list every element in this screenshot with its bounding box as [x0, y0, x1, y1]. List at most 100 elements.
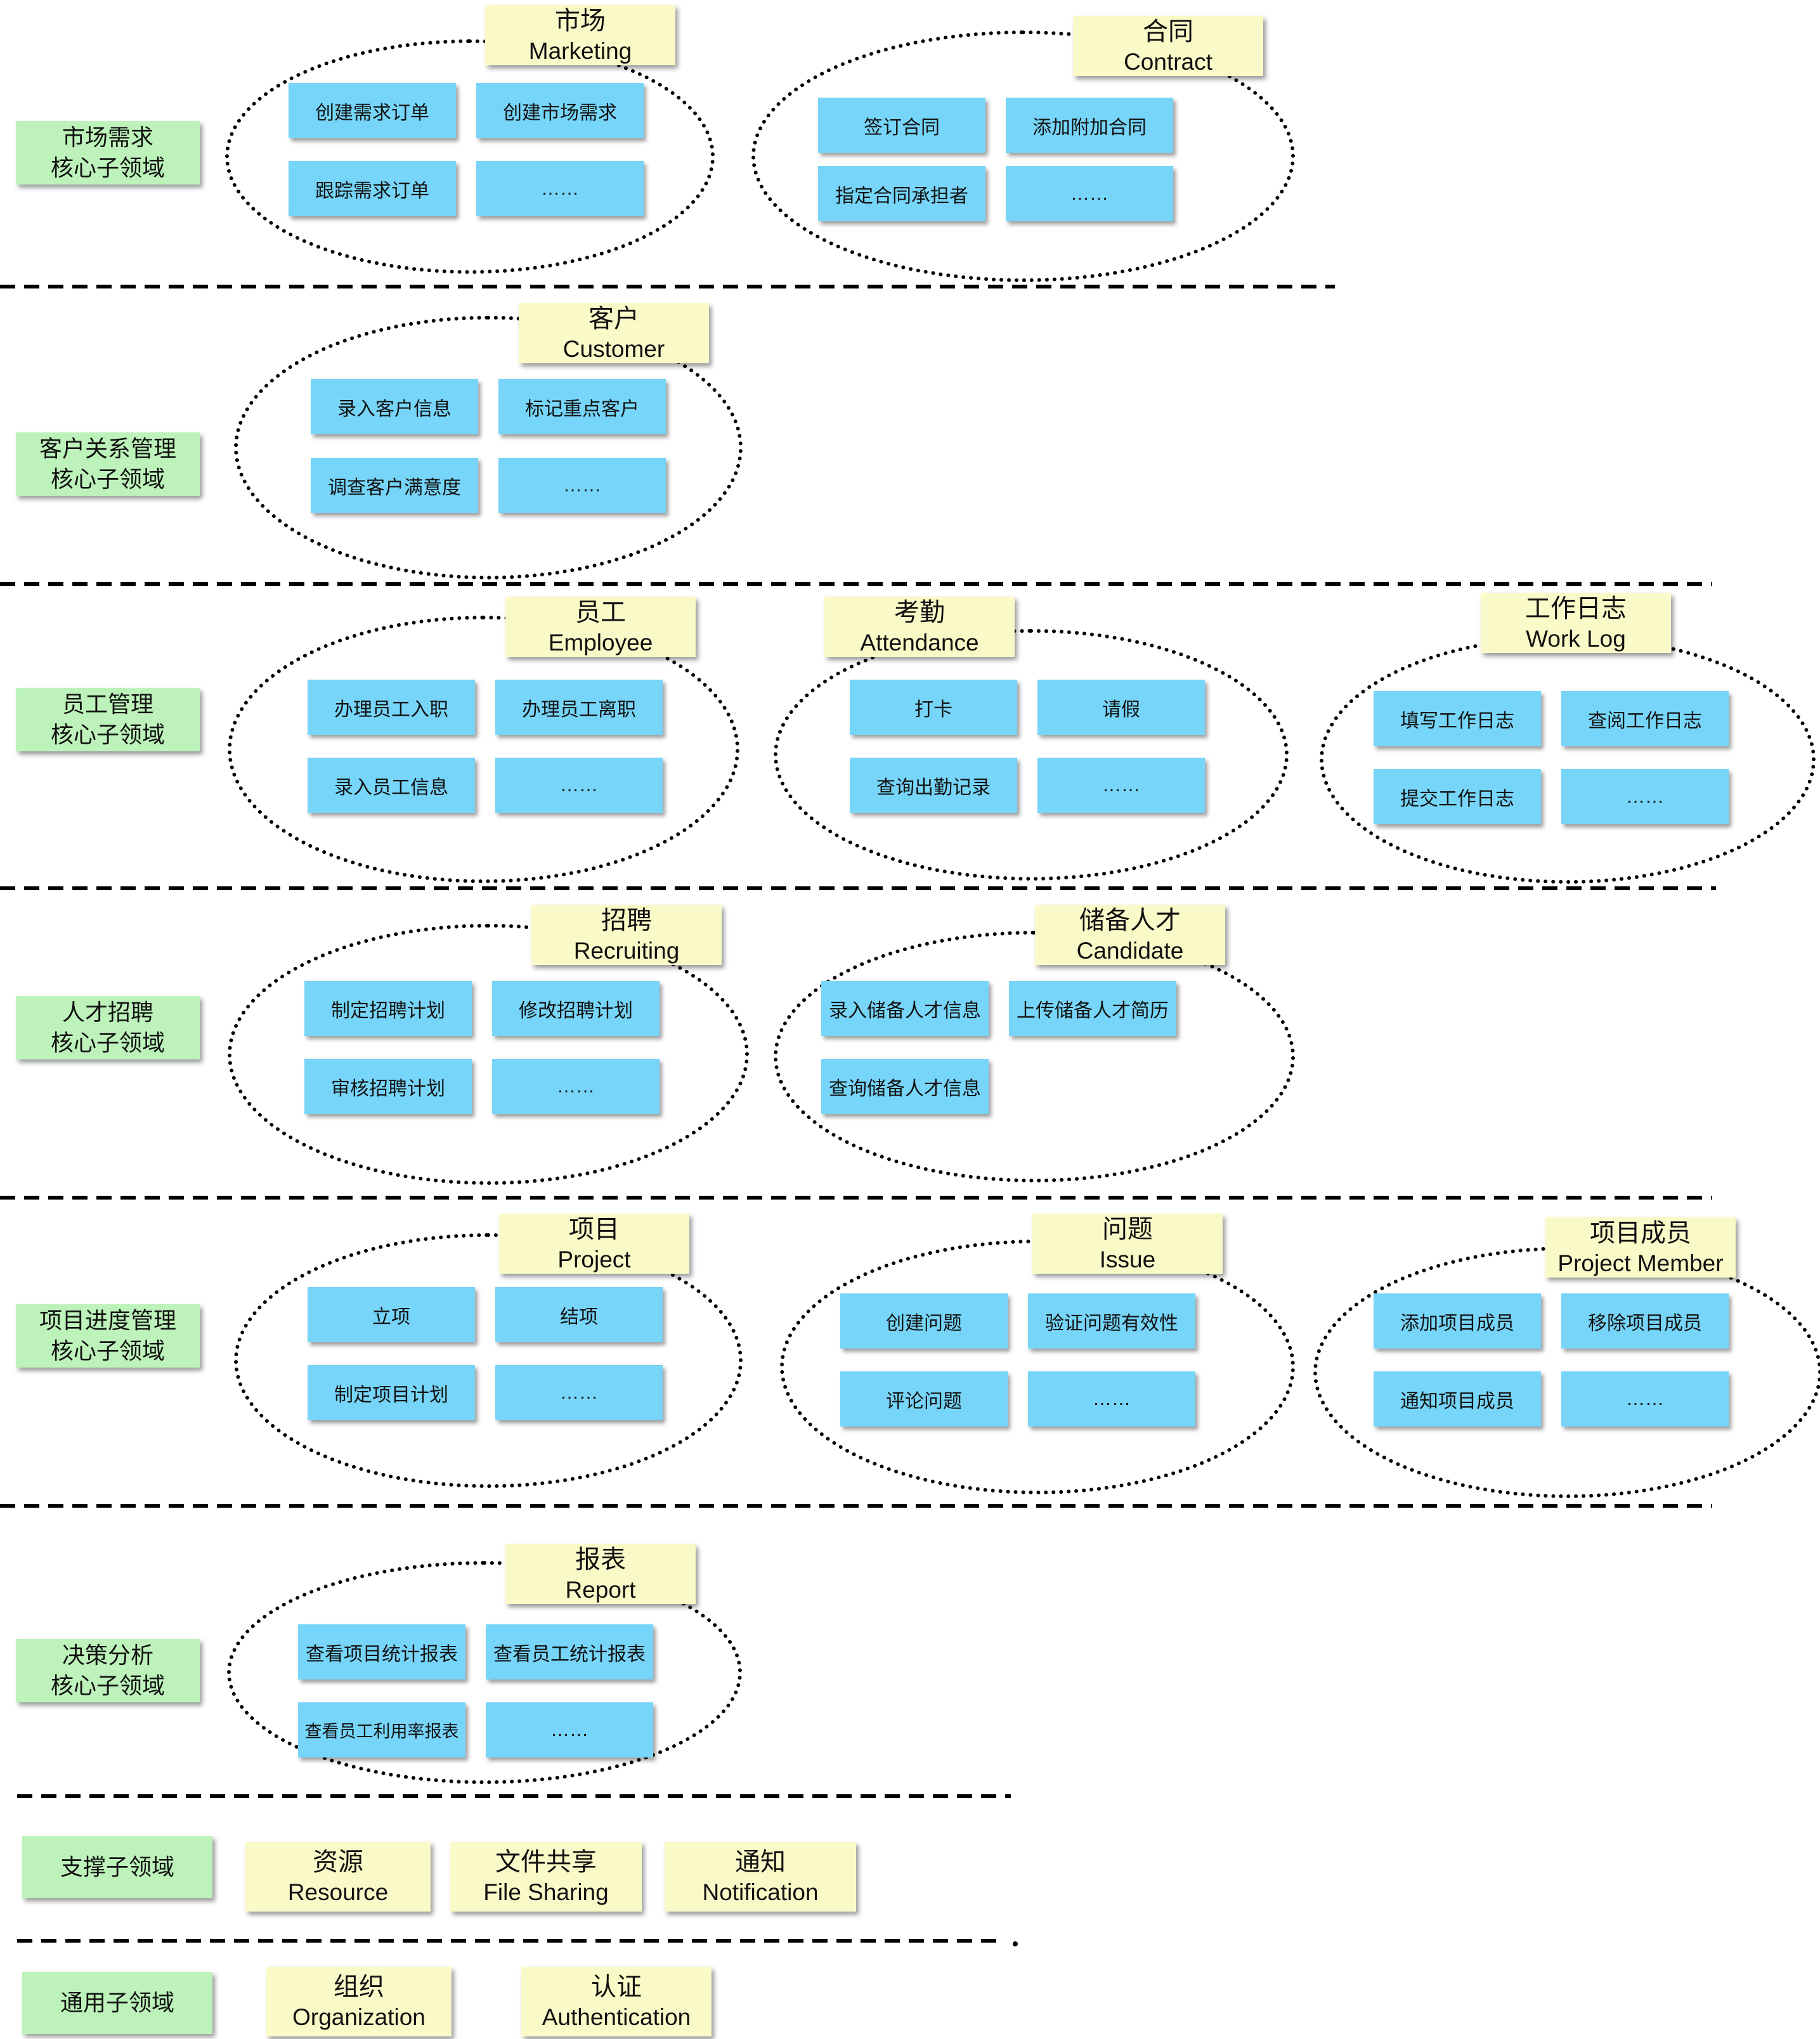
subdomain-label-customer-relationship: 客户关系管理 核心子领域: [16, 432, 200, 496]
feature-box: 查看项目统计报表: [298, 1624, 465, 1680]
bounded-context-ellipse-marketing: [225, 39, 715, 274]
aggregate-label-notification: 通知 Notification: [665, 1842, 856, 1912]
feature-box: 办理员工离职: [495, 680, 663, 735]
feature-box: ……: [486, 1702, 653, 1757]
aggregate-label-zh: 项目: [569, 1215, 620, 1243]
feature-box: ……: [1028, 1371, 1195, 1427]
feature-box: 创建问题: [840, 1293, 1008, 1349]
aggregate-label-resource: 资源 Resource: [245, 1842, 431, 1912]
feature-box: 查询出勤记录: [850, 758, 1017, 813]
feature-box: 录入员工信息: [308, 758, 475, 813]
feature-box: 录入客户信息: [311, 379, 478, 434]
aggregate-label-recruiting: 招聘 Recruiting: [531, 905, 722, 965]
feature-box: 调查客户满意度: [311, 458, 478, 513]
subdomain-label-supporting: 支撑子领域: [22, 1836, 212, 1898]
feature-box: 上传储备人才简历: [1009, 981, 1176, 1036]
aggregate-label-zh: 报表: [575, 1545, 626, 1574]
aggregate-label-en: Project Member: [1557, 1250, 1724, 1276]
aggregate-label-en: Recruiting: [573, 937, 680, 964]
aggregate-label-zh: 工作日志: [1525, 594, 1627, 623]
feature-box: 结项: [495, 1287, 663, 1342]
aggregate-label-en: Customer: [562, 335, 665, 362]
subdomain-label-line: 核心子领域: [50, 1338, 165, 1364]
subdomain-label-line: 人才招聘: [62, 999, 153, 1025]
feature-box: 添加项目成员: [1374, 1293, 1541, 1349]
subdomain-label-talent-recruiting: 人才招聘 核心子领域: [16, 996, 200, 1059]
aggregate-label-zh: 员工: [575, 598, 626, 626]
feature-box: 审核招聘计划: [304, 1059, 472, 1114]
aggregate-label-project-member: 项目成员 Project Member: [1545, 1217, 1736, 1278]
feature-box: 创建需求订单: [289, 83, 456, 138]
section-divider: [0, 886, 1716, 890]
aggregate-label-zh: 认证: [591, 1973, 642, 2001]
bounded-context-ellipse-attendance: [774, 629, 1289, 881]
feature-box: 评论问题: [840, 1371, 1008, 1427]
bounded-context-ellipse-contract: [751, 30, 1295, 282]
aggregate-label-zh: 问题: [1102, 1215, 1153, 1243]
section-divider: [17, 1794, 1011, 1798]
feature-box: 填写工作日志: [1374, 691, 1541, 746]
subdomain-label-line: 核心子领域: [50, 722, 165, 748]
aggregate-label-zh: 储备人才: [1079, 906, 1181, 935]
aggregate-label-zh: 合同: [1143, 17, 1193, 46]
aggregate-label-zh: 招聘: [601, 906, 652, 935]
bounded-context-ellipse-project: [234, 1233, 743, 1488]
aggregate-label-en: Report: [565, 1576, 636, 1603]
subdomain-label-employee-management: 员工管理 核心子领域: [16, 688, 200, 751]
aggregate-label-zh: 客户: [588, 304, 639, 333]
subdomain-label-line: 通用子领域: [60, 1990, 174, 2016]
subdomain-label-line: 决策分析: [62, 1642, 153, 1668]
aggregate-label-project: 项目 Project: [499, 1214, 689, 1274]
aggregate-label-authentication: 认证 Authentication: [521, 1967, 712, 2036]
aggregate-label-en: Organization: [292, 2004, 426, 2030]
aggregate-label-contract: 合同 Contract: [1073, 16, 1263, 76]
feature-box: 通知项目成员: [1374, 1371, 1541, 1427]
aggregate-label-en: Authentication: [542, 2004, 691, 2030]
aggregate-label-zh: 市场: [555, 6, 606, 35]
section-divider-end-dot: [1013, 1941, 1018, 1946]
aggregate-label-zh: 考勤: [894, 598, 945, 626]
subdomain-label-generic: 通用子领域: [22, 1972, 212, 2034]
bounded-context-ellipse-employee: [228, 616, 739, 883]
aggregate-label-en: Work Log: [1526, 625, 1626, 652]
aggregate-label-customer: 客户 Customer: [519, 303, 709, 363]
feature-box: 跟踪需求订单: [289, 161, 456, 216]
feature-box: 录入储备人才信息: [821, 981, 989, 1036]
aggregate-label-zh: 组织: [334, 1973, 384, 2001]
aggregate-label-report: 报表 Report: [505, 1544, 696, 1604]
aggregate-label-worklog: 工作日志 Work Log: [1481, 593, 1671, 653]
bounded-context-ellipse-customer: [234, 316, 743, 579]
feature-box: 打卡: [850, 680, 1017, 735]
subdomain-label-line: 员工管理: [62, 691, 153, 717]
feature-box: 请假: [1037, 680, 1205, 735]
aggregate-label-en: Issue: [1099, 1246, 1156, 1272]
feature-box: 制定项目计划: [308, 1365, 475, 1420]
aggregate-label-en: Notification: [702, 1879, 819, 1905]
section-divider: [0, 285, 1335, 288]
feature-box: ……: [492, 1059, 660, 1114]
subdomain-label-line: 核心子领域: [50, 1030, 165, 1056]
aggregate-label-candidate: 储备人才 Candidate: [1035, 905, 1225, 965]
feature-box: ……: [498, 458, 666, 513]
feature-box: ……: [1006, 166, 1173, 221]
aggregate-label-en: Marketing: [528, 37, 632, 64]
subdomain-label-line: 项目进度管理: [39, 1307, 176, 1333]
section-divider: [0, 1504, 1712, 1508]
feature-box: 查阅工作日志: [1561, 691, 1729, 746]
aggregate-label-en: Candidate: [1076, 937, 1184, 964]
section-divider: [0, 582, 1712, 586]
aggregate-label-zh: 文件共享: [495, 1848, 597, 1876]
feature-box: 移除项目成员: [1561, 1293, 1729, 1349]
aggregate-label-file-sharing: 文件共享 File Sharing: [450, 1842, 642, 1912]
feature-box: ……: [1561, 769, 1729, 824]
subdomain-label-market-demand: 市场需求 核心子领域: [16, 121, 200, 184]
feature-box: 提交工作日志: [1374, 769, 1541, 824]
aggregate-label-marketing: 市场 Marketing: [485, 5, 675, 65]
bounded-context-ellipse-recruiting: [228, 924, 749, 1185]
feature-box: 办理员工入职: [308, 680, 475, 735]
feature-box: 添加附加合同: [1006, 98, 1173, 153]
bounded-context-ellipse-report: [227, 1561, 742, 1784]
aggregate-label-zh: 资源: [313, 1848, 363, 1876]
aggregate-label-en: Project: [557, 1246, 631, 1272]
subdomain-label-decision-analysis: 决策分析 核心子领域: [16, 1639, 200, 1702]
